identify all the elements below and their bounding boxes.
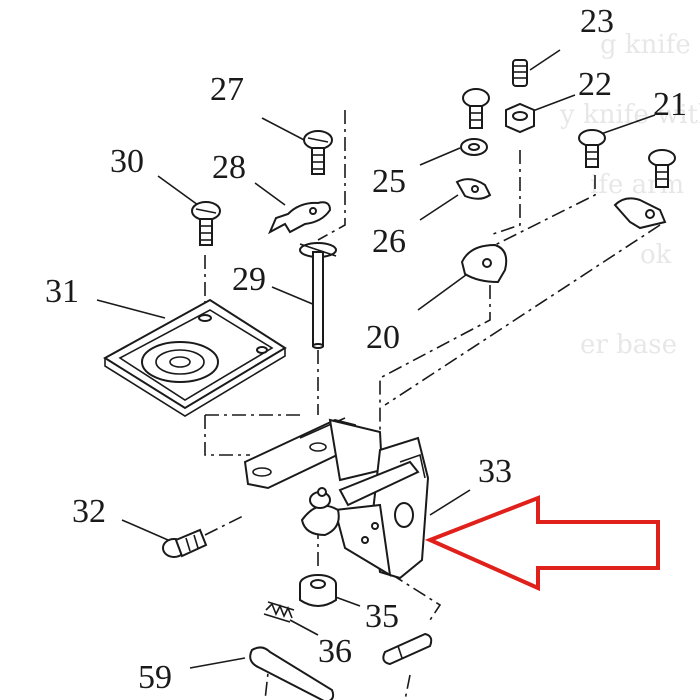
leader-line bbox=[289, 619, 319, 636]
pin bbox=[382, 632, 433, 666]
screw-part-30 bbox=[191, 201, 221, 246]
center-line bbox=[317, 110, 346, 241]
callout-28: 28 bbox=[212, 149, 246, 186]
leader-line bbox=[529, 94, 576, 113]
callout-32: 32 bbox=[72, 493, 106, 530]
leader-line bbox=[121, 519, 169, 541]
leader-line bbox=[417, 271, 471, 311]
center-line bbox=[474, 175, 596, 256]
callout-36: 36 bbox=[318, 633, 352, 670]
washer-part-25 bbox=[460, 138, 488, 156]
knife-bracket bbox=[613, 197, 667, 230]
callout-23: 23 bbox=[580, 3, 614, 40]
cam-block-part-20 bbox=[460, 243, 508, 284]
hex-nut-part-22 bbox=[505, 102, 535, 134]
rod-part-29 bbox=[299, 242, 337, 349]
cover-plate-part-31 bbox=[103, 298, 287, 417]
lever-part-59 bbox=[249, 646, 335, 700]
screw bbox=[648, 149, 676, 188]
callout-26: 26 bbox=[372, 223, 406, 260]
callout-35: 35 bbox=[365, 598, 399, 635]
center-line bbox=[204, 514, 246, 536]
screw bbox=[462, 88, 490, 129]
spring-part-36 bbox=[263, 601, 295, 623]
callout-25: 25 bbox=[372, 163, 406, 200]
shoulder-screw-part-32 bbox=[162, 528, 208, 558]
cam-part-26 bbox=[455, 178, 492, 200]
center-line bbox=[489, 150, 521, 236]
screw-part-27 bbox=[303, 130, 333, 175]
background-text: er base bbox=[580, 330, 677, 360]
link-plate-part-28 bbox=[267, 201, 332, 235]
callout-21: 21 bbox=[653, 86, 687, 123]
leader-line bbox=[597, 114, 656, 136]
background-text: ok bbox=[640, 240, 672, 270]
screw-part-21 bbox=[578, 129, 606, 168]
callout-22: 22 bbox=[578, 66, 612, 103]
leader-line bbox=[189, 657, 246, 669]
background-text: g knife bbox=[600, 30, 691, 60]
leader-line bbox=[271, 286, 316, 306]
center-line bbox=[404, 674, 411, 700]
callout-20: 20 bbox=[366, 319, 400, 356]
collar-part-35 bbox=[299, 574, 337, 607]
leader-line bbox=[429, 489, 471, 516]
set-screw-part-23 bbox=[512, 59, 528, 87]
leader-line bbox=[254, 182, 286, 206]
center-line bbox=[384, 224, 661, 406]
callout-31: 31 bbox=[45, 273, 79, 310]
leader-line bbox=[157, 175, 199, 206]
knife-base-part-33 bbox=[243, 417, 430, 580]
callout-27: 27 bbox=[210, 71, 244, 108]
center-line bbox=[204, 415, 250, 456]
highlight-arrow bbox=[424, 495, 660, 592]
leader-line bbox=[261, 117, 309, 143]
leader-line bbox=[529, 49, 561, 71]
callout-30: 30 bbox=[110, 143, 144, 180]
leader-line bbox=[419, 194, 459, 221]
callout-33: 33 bbox=[478, 453, 512, 490]
leader-line bbox=[419, 147, 461, 166]
callout-59: 59 bbox=[138, 659, 172, 696]
background-text: y knife with bbox=[560, 100, 700, 130]
callout-29: 29 bbox=[232, 261, 266, 298]
center-line bbox=[379, 285, 491, 440]
leader-line bbox=[96, 299, 166, 319]
